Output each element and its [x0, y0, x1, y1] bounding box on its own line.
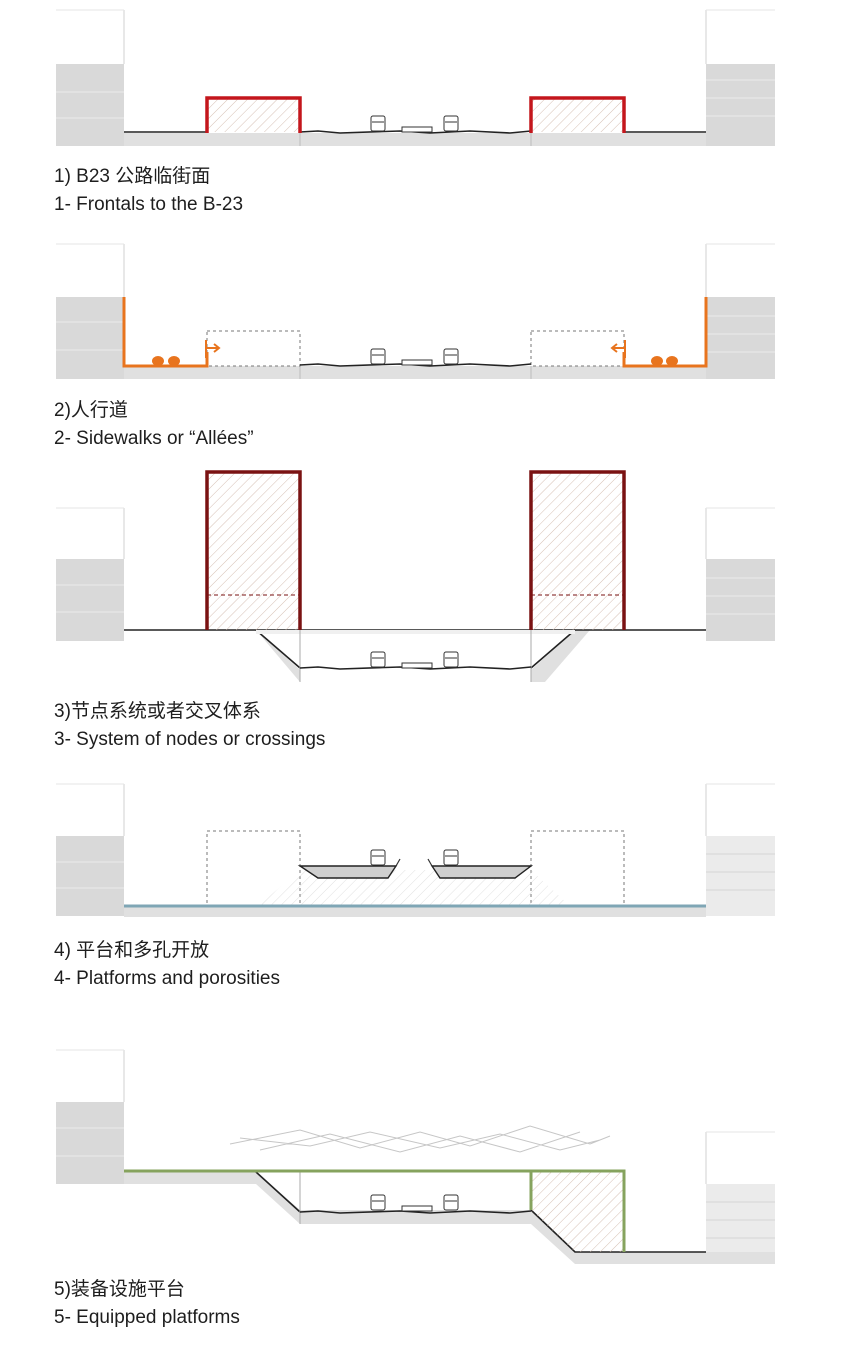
right-building: [705, 507, 775, 641]
vehicle-icon: [443, 115, 459, 132]
dashed-outline-left: [206, 330, 301, 367]
caption-cn: 2)人行道: [54, 400, 128, 421]
porous-fill: [258, 870, 570, 906]
ground-profile: [124, 1172, 775, 1264]
section-5-caption: 5)装备设施平台 5- Equipped platforms: [54, 1276, 240, 1332]
vehicle-icon: [370, 348, 386, 365]
vehicle-icon: [370, 115, 386, 132]
trench-walls: [124, 629, 706, 669]
tree-icon: [152, 356, 678, 366]
caption-cn: 1) B23 公路临街面: [54, 166, 211, 187]
frontal-block-left: [205, 96, 302, 133]
ground-strip: [124, 907, 706, 917]
section-5-diagram: [56, 1049, 775, 1264]
caption-en: 1- Frontals to the B-23: [54, 194, 244, 215]
vehicle-icon: [443, 1194, 459, 1211]
sidewalk-right: [622, 297, 708, 368]
section-2-caption: 2)人行道 2- Sidewalks or “Allées”: [54, 397, 254, 453]
caption-cn: 5)装备设施平台: [54, 1279, 185, 1300]
left-building: [56, 783, 125, 916]
node-tower-right: [529, 470, 626, 630]
platform-deck-left: [297, 865, 398, 879]
section-4-diagram: [56, 783, 775, 917]
median-icon: [401, 662, 433, 669]
right-building: [705, 1131, 775, 1264]
road-surface: [299, 1210, 532, 1214]
section-1-diagram: [56, 9, 775, 146]
right-building: [705, 9, 775, 146]
median-icon: [401, 1205, 433, 1212]
section-3-diagram: [56, 470, 775, 682]
median-icon: [401, 126, 433, 133]
vehicle-icon: [370, 651, 386, 668]
node-tower-left: [205, 470, 302, 630]
left-building: [56, 507, 125, 641]
sidewalk-left: [122, 297, 209, 368]
caption-en: 2- Sidewalks or “Allées”: [54, 428, 254, 449]
ground-strip: [124, 133, 706, 146]
section-2-diagram: [56, 243, 775, 379]
arrow-right-icon: [205, 340, 221, 358]
vehicle-icon: [370, 849, 386, 866]
section-3-caption: 3)节点系统或者交叉体系 3- System of nodes or cross…: [54, 698, 325, 754]
left-building: [56, 243, 125, 379]
section-1-caption: 1) B23 公路临街面 1- Frontals to the B-23: [54, 163, 243, 219]
left-building: [56, 9, 125, 146]
trench-ground: [256, 630, 590, 682]
ground-strip: [124, 366, 706, 379]
caption-cn: 4) 平台和多孔开放: [54, 940, 210, 961]
left-building: [56, 1049, 125, 1184]
arrow-left-icon: [610, 340, 626, 358]
vehicle-icon: [370, 1194, 386, 1211]
vehicle-icon: [443, 348, 459, 365]
equipped-platform-line: [124, 1169, 626, 1252]
dashed-outline-right: [530, 330, 625, 367]
median-icon: [401, 359, 433, 366]
caption-en: 4- Platforms and porosities: [54, 968, 280, 989]
caption-en: 5- Equipped platforms: [54, 1307, 240, 1328]
vehicle-icon: [443, 849, 459, 866]
frontal-block-right: [529, 96, 626, 133]
right-building: [705, 783, 775, 916]
caption-cn: 3)节点系统或者交叉体系: [54, 701, 261, 722]
caption-en: 3- System of nodes or crossings: [54, 729, 326, 750]
section-4-caption: 4) 平台和多孔开放 4- Platforms and porosities: [54, 937, 280, 993]
platform-deck-right: [430, 865, 534, 879]
right-building: [705, 243, 775, 379]
vehicle-icon: [443, 651, 459, 668]
equipped-block: [531, 1172, 624, 1252]
equipment-canopy: [229, 1125, 611, 1153]
